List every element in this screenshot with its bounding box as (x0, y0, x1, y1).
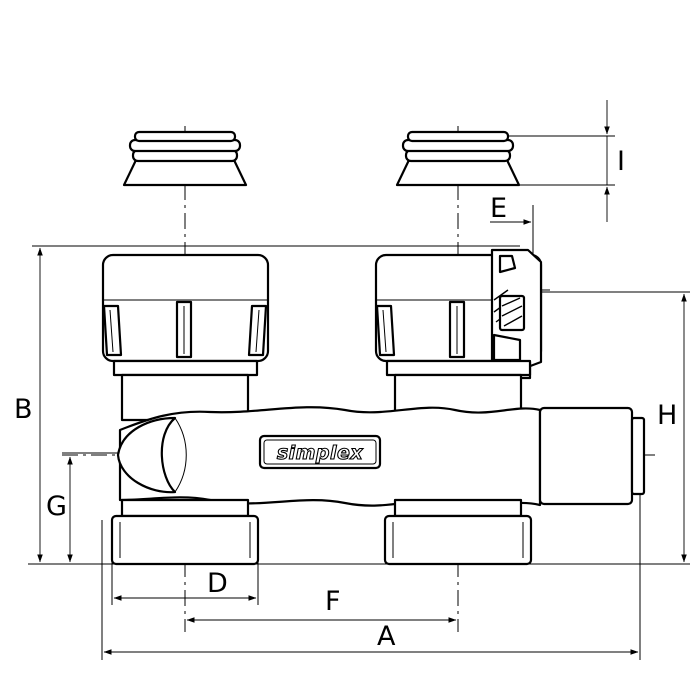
dim-label-e: E (490, 193, 507, 224)
dim-label-i: I (617, 146, 625, 177)
dimension-lines (37, 100, 687, 655)
logo-text: simplex (277, 442, 364, 464)
side-plug (538, 406, 646, 506)
left-adapter-fitting (122, 130, 248, 187)
left-bottom-connector (110, 498, 260, 566)
right-adapter-fitting (395, 130, 521, 187)
dim-label-b: B (14, 394, 33, 425)
left-union-nut (101, 253, 270, 363)
dim-label-f: F (325, 586, 341, 617)
right-bottom-connector (383, 498, 533, 566)
dim-label-d: D (207, 568, 228, 599)
dim-label-h: H (657, 400, 677, 431)
dim-label-g: G (46, 491, 67, 522)
dim-label-a: A (377, 621, 396, 652)
dimension-labels: B G H A F D E I (14, 146, 677, 652)
simplex-logo: simplex (258, 434, 382, 470)
right-union-nut (374, 248, 550, 380)
